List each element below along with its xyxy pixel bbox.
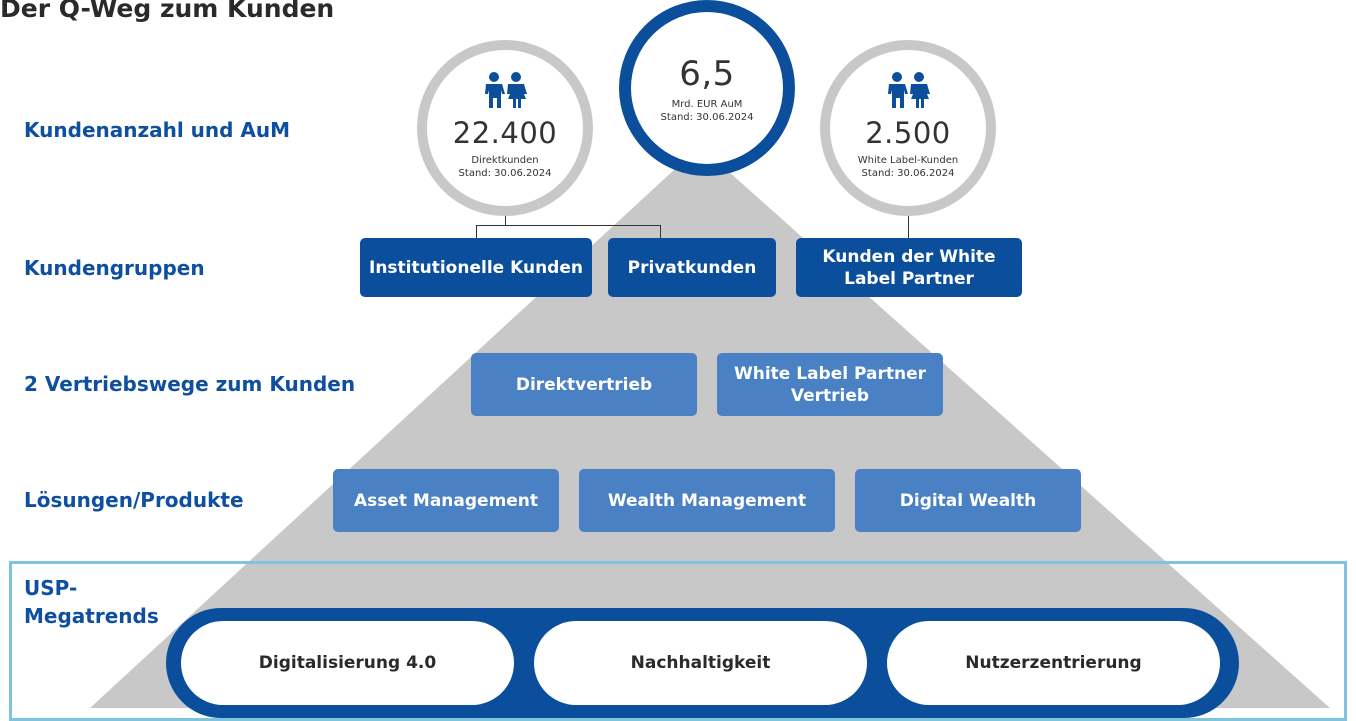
connector-vertical-direkt xyxy=(505,212,506,226)
box-digital-wealth: Digital Wealth xyxy=(855,469,1081,532)
pill-nutzerzentrierung: Nutzerzentrierung xyxy=(887,621,1220,705)
box-kunden-white-label-partner: Kunden der White Label Partner xyxy=(796,238,1022,297)
box-wl-kunden-line2: Label Partner xyxy=(844,268,974,289)
direktkunden-value: 22.400 xyxy=(452,116,558,150)
row-label-kundenanzahl: Kundenanzahl und AuM xyxy=(24,118,291,142)
box-institutionelle-kunden: Institutionelle Kunden xyxy=(360,238,592,297)
circle-aum: 6,5 Mrd. EUR AuM Stand: 30.06.2024 xyxy=(619,0,795,176)
box-white-label-vertrieb: White Label Partner Vertrieb xyxy=(717,353,943,416)
usp-label-line1: USP- xyxy=(24,576,78,600)
row-label-loesungen: Lösungen/Produkte xyxy=(24,488,244,512)
box-direktvertrieb: Direktvertrieb xyxy=(471,353,697,416)
box-wl-kunden-line1: Kunden der White xyxy=(822,246,996,267)
aum-date: Stand: 30.06.2024 xyxy=(660,112,754,123)
row-label-vertriebswege: 2 Vertriebswege zum Kunden xyxy=(24,372,356,396)
box-wealth-management: Wealth Management xyxy=(579,469,835,532)
direktkunden-label: Direktkunden xyxy=(471,155,539,166)
box-wl-vertrieb-line2: Vertrieb xyxy=(790,385,870,406)
circle-direktkunden: 22.400 Direktkunden Stand: 30.06.2024 xyxy=(417,40,593,216)
usp-label-line2: Megatrends xyxy=(24,604,159,628)
aum-value: 6,5 xyxy=(679,54,735,94)
connector-drop-institutionell xyxy=(476,225,477,239)
people-icon xyxy=(888,72,930,108)
connector-drop-privat xyxy=(660,225,661,239)
whitelabel-kunden-value: 2.500 xyxy=(865,116,951,150)
pill-nachhaltigkeit: Nachhaltigkeit xyxy=(534,621,867,705)
people-icon xyxy=(485,72,527,108)
direktkunden-date: Stand: 30.06.2024 xyxy=(458,168,552,179)
box-wl-vertrieb-line1: White Label Partner xyxy=(733,363,926,384)
page-title: Der Q-Weg zum Kunden xyxy=(0,0,335,23)
connector-horizontal xyxy=(476,225,661,226)
box-asset-management: Asset Management xyxy=(333,469,559,532)
row-label-usp: USP- Megatrends xyxy=(24,574,159,630)
connector-vertical-whitelabel xyxy=(908,212,909,239)
aum-label: Mrd. EUR AuM xyxy=(671,99,743,110)
pill-digitalisierung: Digitalisierung 4.0 xyxy=(181,621,514,705)
row-label-kundengruppen: Kundengruppen xyxy=(24,256,205,280)
whitelabel-kunden-label: White Label-Kunden xyxy=(857,155,959,166)
box-privatkunden: Privatkunden xyxy=(608,238,776,297)
circle-whitelabel-kunden: 2.500 White Label-Kunden Stand: 30.06.20… xyxy=(820,40,996,216)
whitelabel-kunden-date: Stand: 30.06.2024 xyxy=(861,168,955,179)
